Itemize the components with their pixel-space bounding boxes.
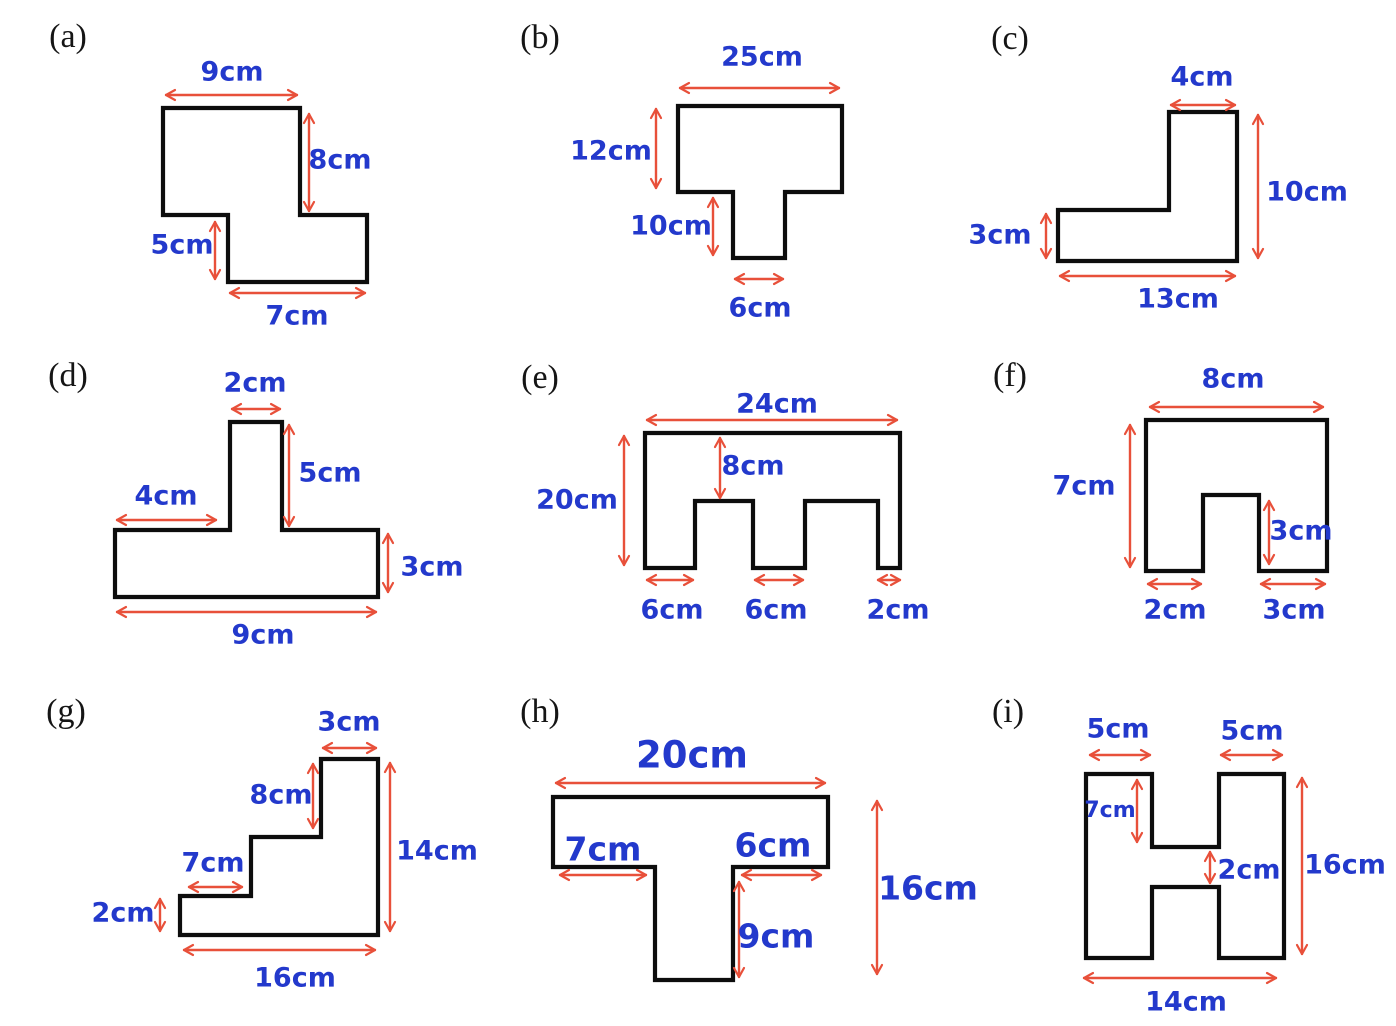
panel-letter-d: (d) — [48, 357, 88, 394]
dim-label-i-upper: 7cm — [1084, 798, 1136, 823]
dim-label-i-col-r: 5cm — [1220, 715, 1284, 747]
dim-label-a-left: 5cm — [150, 229, 214, 261]
panel-letter-h: (h) — [520, 693, 560, 730]
panel-letter-b: (b) — [520, 19, 560, 56]
dim-label-h-top: 20cm — [636, 733, 748, 777]
shape-f-outline — [1143, 417, 1330, 574]
dim-label-f-notch: 3cm — [1269, 515, 1333, 547]
dim-label-h-right: 6cm — [734, 825, 812, 865]
shape-d-outline — [112, 419, 381, 600]
panel-letter-i: (i) — [991, 693, 1025, 730]
dim-label-g-right: 14cm — [396, 835, 478, 867]
dim-label-a-top: 9cm — [200, 56, 264, 88]
dim-label-i-col-l: 5cm — [1086, 713, 1150, 745]
shape-e-outline — [642, 430, 903, 571]
dim-label-e-notch: 8cm — [721, 450, 785, 482]
dim-label-h-left: 7cm — [564, 829, 642, 869]
shape-c-outline — [1055, 109, 1240, 264]
panel-letter-e: (e) — [521, 359, 559, 396]
dim-label-i-right: 16cm — [1304, 849, 1386, 881]
dim-label-h-total: 16cm — [878, 868, 978, 908]
dim-label-i-bottom: 14cm — [1145, 986, 1227, 1018]
panel-letter-a: (a) — [49, 18, 87, 55]
panel-letter-f: (f) — [993, 357, 1027, 394]
dim-label-d-stem-w: 2cm — [223, 367, 287, 399]
dim-label-e-leg3: 2cm — [866, 594, 930, 626]
shape-b-outline — [675, 103, 845, 261]
dim-label-d-left: 4cm — [134, 480, 198, 512]
dim-label-a-bottom: 7cm — [265, 300, 329, 332]
dim-label-c-right: 10cm — [1266, 176, 1348, 208]
shape-h-outline — [550, 794, 831, 983]
dim-label-a-right: 8cm — [308, 144, 372, 176]
dim-label-f-leg-r: 3cm — [1262, 594, 1326, 626]
dim-label-b-top: 25cm — [721, 41, 803, 73]
dim-label-g-left: 2cm — [91, 897, 155, 929]
dim-label-g-top: 3cm — [317, 706, 381, 738]
shape-a-outline — [160, 105, 370, 285]
dim-label-f-left: 7cm — [1052, 470, 1116, 502]
dim-label-c-left: 3cm — [968, 219, 1032, 251]
panel-letter-g: (g) — [46, 693, 86, 730]
dim-label-b-stem-w: 6cm — [728, 292, 792, 324]
dim-label-d-bottom: 9cm — [231, 619, 295, 651]
dim-label-e-top: 24cm — [736, 388, 818, 420]
dim-label-c-bottom: 13cm — [1137, 283, 1219, 315]
dim-label-i-bar: 2cm — [1217, 854, 1281, 886]
dim-label-e-leg1: 6cm — [640, 594, 704, 626]
panel-letter-c: (c) — [991, 20, 1029, 57]
dim-label-d-stem-h: 5cm — [298, 457, 362, 489]
dim-label-c-top: 4cm — [1170, 61, 1234, 93]
shape-i-outline — [1083, 771, 1287, 961]
dim-label-e-left: 20cm — [536, 484, 618, 516]
dim-label-f-top: 8cm — [1201, 363, 1265, 395]
dim-label-b-stem-h: 10cm — [630, 210, 712, 242]
dim-label-h-stem: 9cm — [737, 916, 815, 956]
dim-label-d-right: 3cm — [400, 551, 464, 583]
dim-label-b-left: 12cm — [570, 135, 652, 167]
dim-label-g-upper: 8cm — [249, 779, 313, 811]
dim-label-g-step: 7cm — [181, 847, 245, 879]
dim-label-g-bottom: 16cm — [254, 962, 336, 994]
dim-label-f-leg-l: 2cm — [1143, 594, 1207, 626]
dim-label-e-leg2: 6cm — [744, 594, 808, 626]
shape-g-outline — [177, 756, 381, 938]
